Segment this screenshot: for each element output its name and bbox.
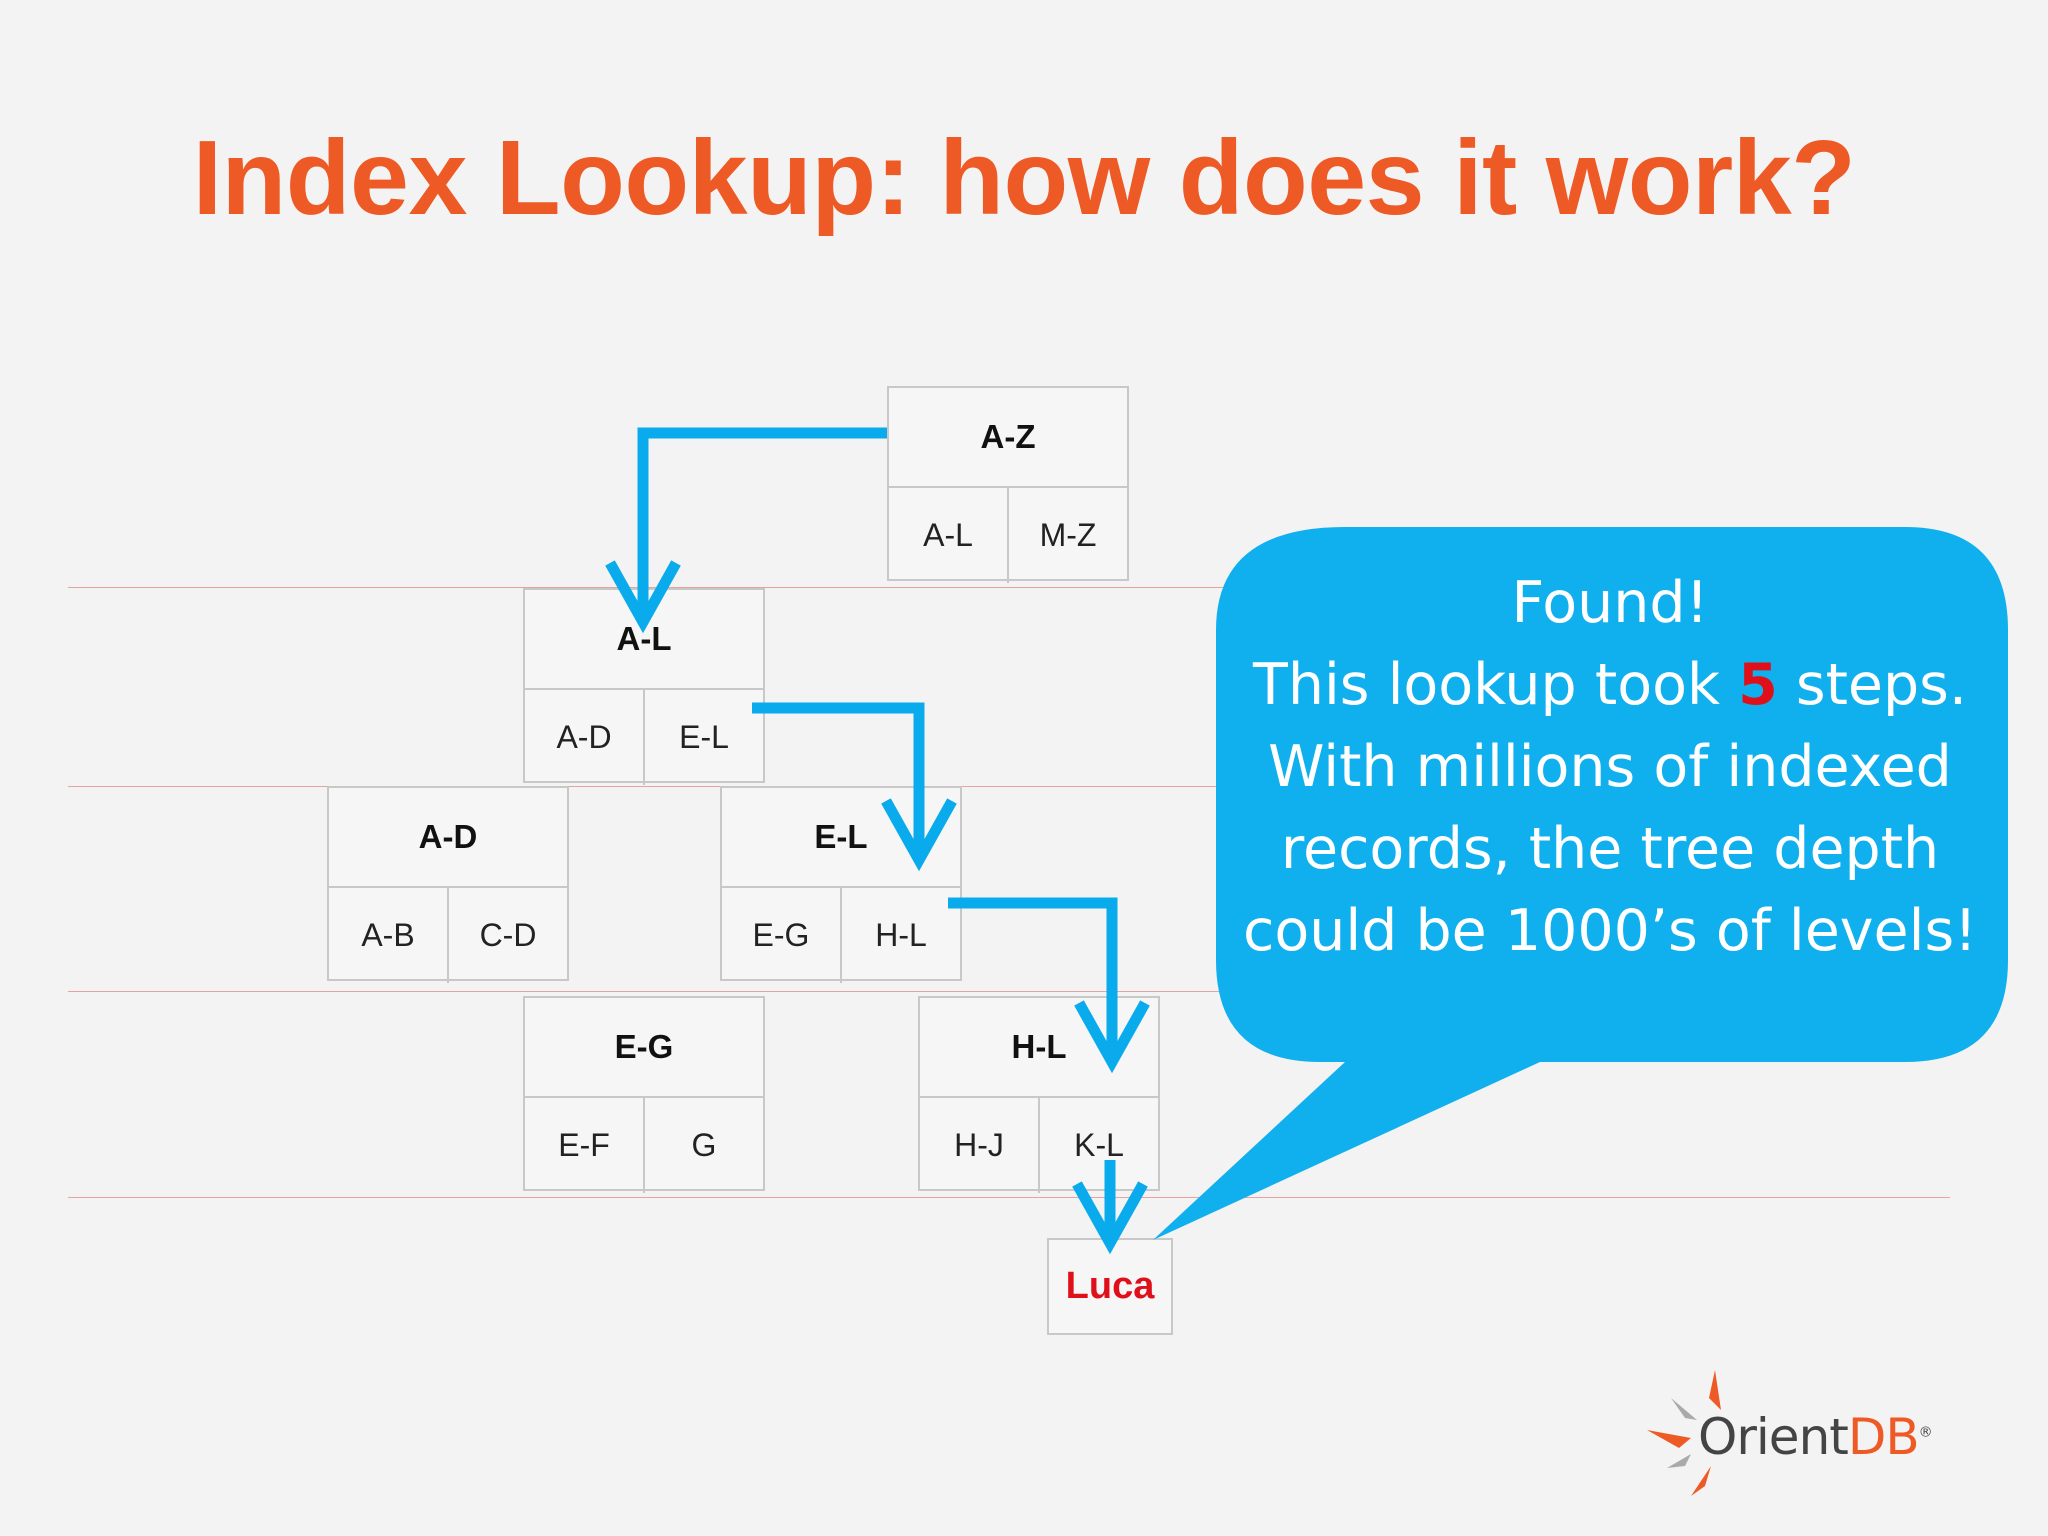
registered-mark: ® <box>1918 1424 1933 1441</box>
bubble-text-part: steps. <box>1777 652 1967 718</box>
child-key: G <box>691 1127 717 1163</box>
child-key: E-L <box>679 719 729 755</box>
lookup-path-arrows <box>605 427 1150 1255</box>
child-key: A-L <box>889 488 1009 583</box>
level-divider <box>68 587 1950 588</box>
node-key-range: A-D <box>329 788 567 888</box>
logo-orient: Orient <box>1698 1408 1849 1466</box>
node-a-d: A-D A-B C-D <box>327 786 569 983</box>
arrow-el-to-hl <box>948 897 1118 1062</box>
bubble-line: With millions of indexed <box>1268 734 1952 800</box>
bubble-line: records, the tree depth <box>1280 816 1940 882</box>
bubble-text: Found! This lookup took 5 steps. With mi… <box>1215 562 2005 972</box>
orientdb-logo-mark <box>1647 1370 1721 1496</box>
arrow-head <box>1072 1181 1148 1255</box>
arrow-al-to-el <box>752 702 925 858</box>
speech-bubble <box>1153 527 2008 1240</box>
arrow-az-to-al <box>637 427 887 620</box>
level-divider <box>68 786 1950 787</box>
child-key: C-D <box>479 917 537 953</box>
level-divider <box>68 1197 1950 1198</box>
orientdb-logo-text: OrientDB® <box>1698 1408 1933 1466</box>
child-key: H-J <box>920 1098 1040 1193</box>
bubble-text-part: This lookup took <box>1253 652 1739 718</box>
bubble-line: This lookup took 5 steps. <box>1215 644 2005 726</box>
node-key-range: A-Z <box>889 388 1127 488</box>
arrow-head <box>1074 1000 1150 1074</box>
node-key-range: E-L <box>722 788 960 888</box>
child-key: K-L <box>1074 1127 1124 1163</box>
slide-title: Index Lookup: how does it work? <box>192 119 1856 237</box>
node-h-l: H-L H-J K-L <box>918 996 1160 1193</box>
leaf-record: Luca <box>1047 1238 1173 1335</box>
node-e-l: E-L E-G H-L <box>720 786 962 983</box>
child-key: E-F <box>525 1098 645 1193</box>
bubble-line: could be 1000’s of levels! <box>1243 898 1977 964</box>
step-count: 5 <box>1738 652 1778 718</box>
node-a-z: A-Z A-L M-Z <box>887 386 1129 583</box>
child-key: A-B <box>329 888 449 983</box>
child-key: M-Z <box>1039 517 1097 553</box>
arrow-head <box>881 798 957 872</box>
bubble-line: Found! <box>1511 570 1709 636</box>
level-divider <box>68 991 1950 992</box>
logo-db: DB <box>1847 1408 1920 1466</box>
child-key: A-D <box>525 690 645 785</box>
node-key-range: H-L <box>920 998 1158 1098</box>
node-e-g: E-G E-F G <box>523 996 765 1193</box>
arrow-head <box>605 560 681 634</box>
node-key-range: E-G <box>525 998 763 1098</box>
child-key: H-L <box>875 917 927 953</box>
child-key: E-G <box>722 888 842 983</box>
